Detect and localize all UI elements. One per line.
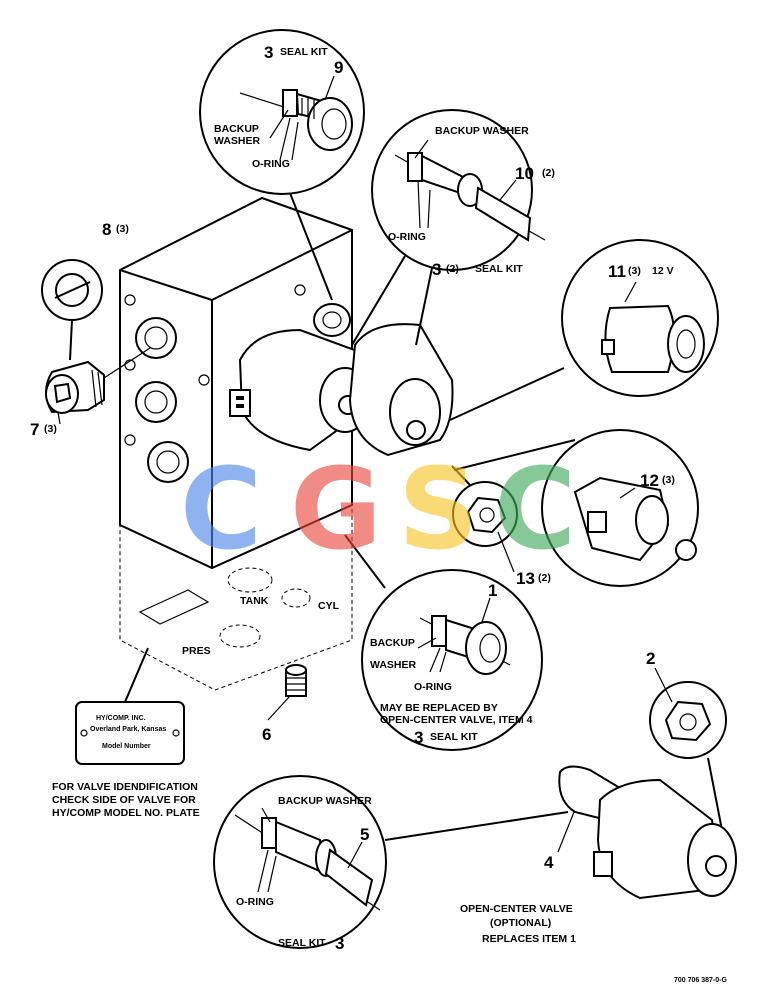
callout-circle-13 <box>451 465 518 547</box>
callout-circle-10 <box>351 109 546 346</box>
label-1-note-line2: OPEN-CENTER VALVE, ITEM 4 <box>380 714 533 726</box>
label-item-10: 10 <box>515 164 534 183</box>
watermark-letter-c1: C <box>180 445 262 575</box>
label-9-backup: BACKUP <box>214 123 259 135</box>
label-10-qty: (2) <box>542 167 555 179</box>
item-4-open-center-valve <box>558 765 737 900</box>
label-12-qty: (3) <box>662 474 675 486</box>
drawing-number: 700 706 387-0-G <box>674 977 727 984</box>
note-line2: CHECK SIDE OF VALVE FOR <box>52 794 196 806</box>
callout-circle-12 <box>453 429 699 587</box>
valve-cartridge-9-installed <box>313 303 351 337</box>
label-item-13: 13 <box>516 569 535 588</box>
label-item-8: 8 <box>102 220 111 239</box>
label-9-seal-kit: SEAL KIT <box>280 46 328 58</box>
label-10-kit-number: 3 <box>432 260 441 279</box>
port-cyl: CYL <box>318 600 340 612</box>
callout-circle-1 <box>344 534 543 751</box>
label-11-qty: (3) <box>628 265 641 277</box>
plate-line1: HY/COMP. INC. <box>96 715 146 722</box>
label-10-backup-washer: BACKUP WASHER <box>435 125 529 137</box>
label-10-kit-qty: (2) <box>446 263 459 275</box>
label-1-washer: WASHER <box>370 659 417 671</box>
plate-line2: Overland Park, Kansas <box>90 726 166 733</box>
label-item-12: 12 <box>640 471 659 490</box>
item-6-filter-screen <box>285 664 307 697</box>
note-line1: FOR VALVE IDENDIFICATION <box>52 781 198 793</box>
label-9-oring: O-RING <box>252 158 290 170</box>
label-1-kit-number: 3 <box>414 728 423 747</box>
label-item-5: 5 <box>360 825 369 844</box>
label-item-2: 2 <box>646 649 655 668</box>
label-5-kit-number: 3 <box>335 934 344 953</box>
solenoid-valve-right <box>348 323 454 457</box>
item-8-retaining-ring-callout <box>41 259 103 361</box>
callout-circle-9 <box>199 29 365 301</box>
label-item-6: 6 <box>262 725 271 744</box>
label-5-backup-washer: BACKUP WASHER <box>278 795 372 807</box>
label-1-oring: O-RING <box>414 681 452 693</box>
label-4-title-line1: OPEN-CENTER VALVE <box>460 903 573 915</box>
watermark-letter-s: S <box>398 445 479 575</box>
label-9-kit-number: 3 <box>264 43 273 62</box>
label-1-backup: BACKUP <box>370 637 415 649</box>
label-8-qty: (3) <box>116 223 129 235</box>
label-item-1: 1 <box>488 581 497 600</box>
port-tank: TANK <box>240 595 269 607</box>
label-1-seal-kit: SEAL KIT <box>430 731 478 743</box>
valve-body <box>119 196 353 691</box>
labels: 3 SEAL KIT 9 BACKUP WASHER O-RING BACKUP… <box>30 43 727 984</box>
label-10-oring: O-RING <box>388 231 426 243</box>
label-4-title-line2: (OPTIONAL) <box>490 917 551 929</box>
model-plate <box>75 647 185 765</box>
label-11-voltage: 12 V <box>652 265 674 277</box>
note-line3: HY/COMP MODEL NO. PLATE <box>52 807 200 819</box>
plate-line3: Model Number <box>102 743 151 750</box>
port-pres: PRES <box>182 645 211 657</box>
label-item-9: 9 <box>334 58 343 77</box>
callout-circle-2 <box>649 681 727 831</box>
label-5-oring: O-RING <box>236 896 274 908</box>
label-1-note-line1: MAY BE REPLACED BY <box>380 702 498 714</box>
leader-lines <box>57 75 673 893</box>
label-4-title-line3: REPLACES ITEM 1 <box>482 933 576 945</box>
label-item-4: 4 <box>544 853 554 872</box>
callout-circle-5 <box>213 775 569 949</box>
label-item-11: 11 <box>608 262 626 281</box>
watermark-letter-g: G <box>290 445 382 575</box>
label-item-7: 7 <box>30 420 39 439</box>
label-10-seal-kit: SEAL KIT <box>475 263 523 275</box>
label-9-washer: WASHER <box>214 135 261 147</box>
callout-circle-11 <box>449 239 719 421</box>
item-7-plug <box>45 347 151 414</box>
label-13-qty: (2) <box>538 572 551 584</box>
label-5-seal-kit: SEAL KIT <box>278 937 326 949</box>
watermark-letter-c2: C <box>494 445 576 575</box>
label-7-qty: (3) <box>44 423 57 435</box>
watermark: C G S C <box>180 445 576 575</box>
